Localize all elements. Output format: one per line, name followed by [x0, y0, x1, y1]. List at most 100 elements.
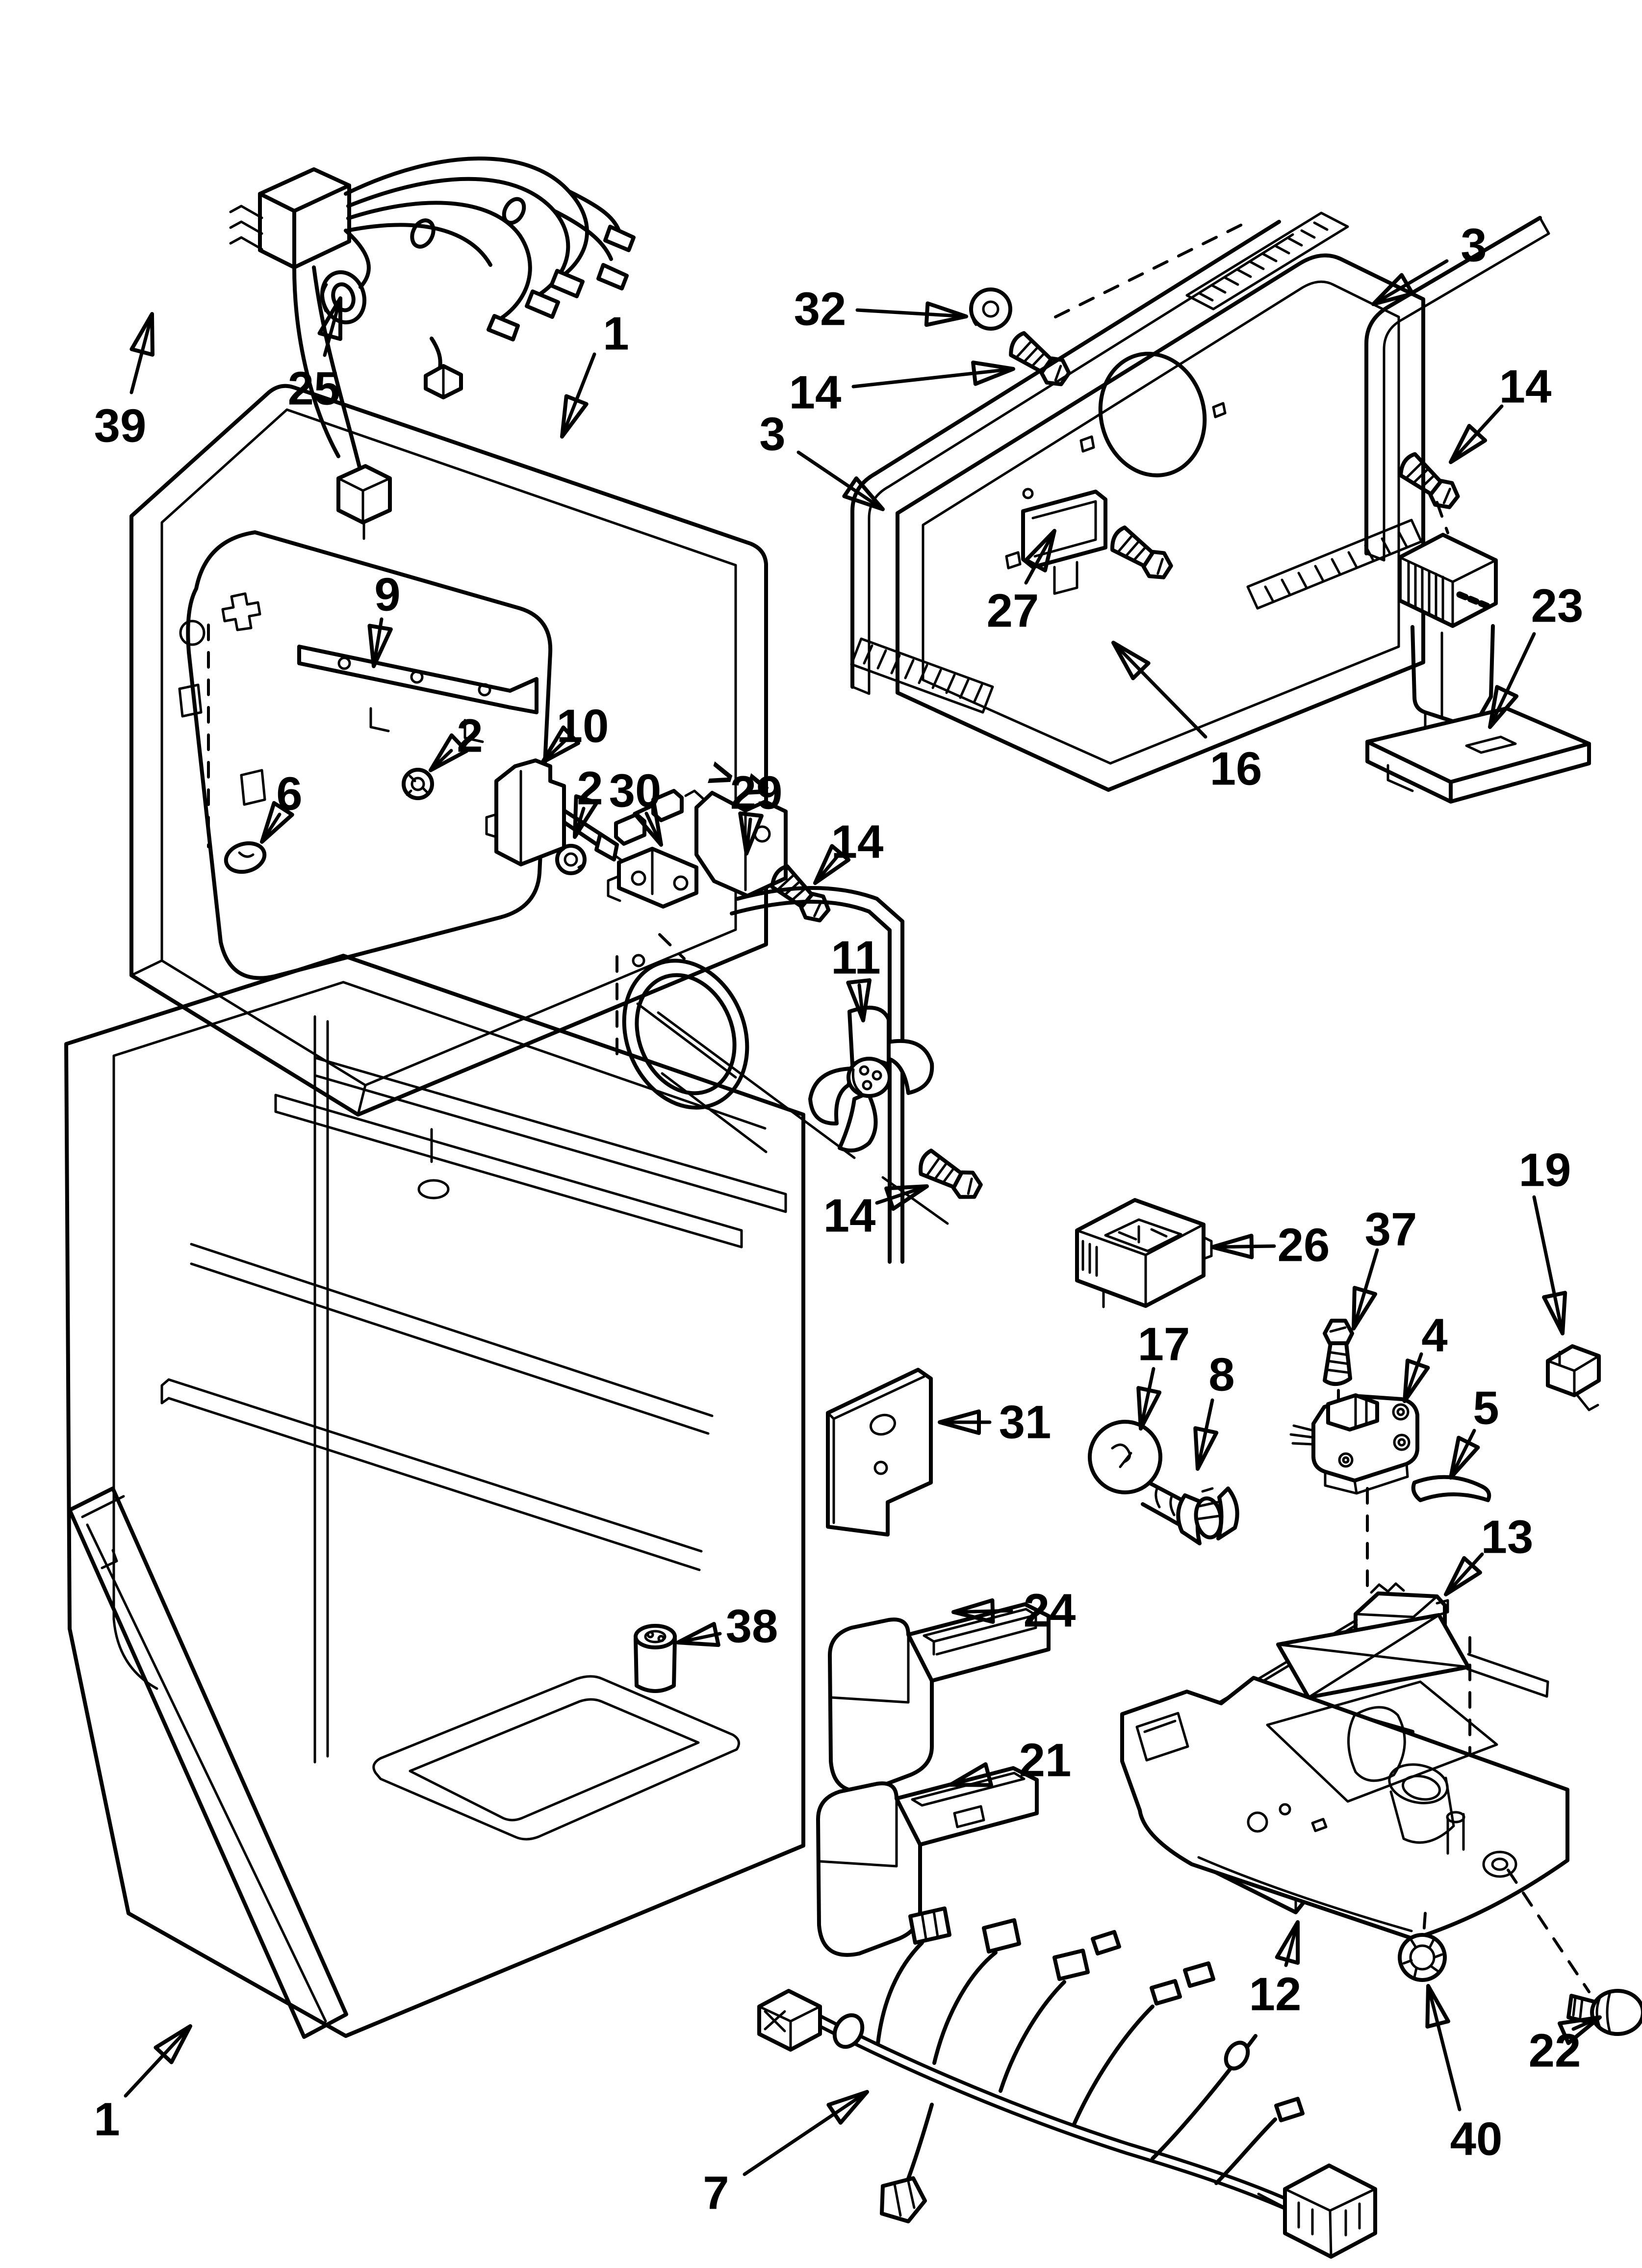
bulb-17: [1088, 1420, 1162, 1494]
part-number-label: 14: [1499, 361, 1552, 413]
vent-grille-bottom: [1246, 519, 1423, 610]
callout-40-37: 40: [1425, 1984, 1502, 2165]
callout-arrow: [1371, 259, 1449, 306]
callout-arrow: [875, 1184, 929, 1211]
callout-arrow: [124, 2024, 192, 2098]
callout-2-15: 2: [573, 762, 603, 839]
part-number-label: 1: [603, 308, 629, 360]
grommet-32: [969, 287, 1012, 331]
defrost-heater-5: [1411, 1475, 1491, 1502]
callout-16-7: 16: [1111, 641, 1262, 795]
callout-3-8: 3: [1371, 219, 1487, 306]
mounting-nut-40: [1398, 1933, 1447, 1982]
callout-arrow: [1210, 1233, 1276, 1259]
part-number-label: 14: [823, 1190, 876, 1242]
callout-arrow: [560, 352, 596, 439]
callout-25-1: 25: [288, 296, 342, 415]
part-number-label: 26: [1278, 1219, 1330, 1272]
callout-5-27: 5: [1449, 1382, 1499, 1480]
callout-10-14: 10: [540, 700, 609, 764]
cold-control-assembly: [402, 758, 833, 1110]
screw-14a: [1005, 331, 1073, 390]
callout-30-16: 30: [609, 765, 663, 847]
callout-arrow: [1024, 529, 1056, 585]
callout-arrow: [1111, 641, 1207, 739]
part-number-label: 19: [1519, 1144, 1571, 1197]
floor-recess: [372, 1675, 740, 1841]
callout-14-4: 14: [789, 360, 1015, 419]
callout-29-17: 29: [730, 767, 783, 856]
screw-37: [1325, 1321, 1352, 1384]
air-duct-cover-24: [828, 1602, 1051, 1793]
callout-arrow: [367, 617, 393, 668]
center-rail-2: [274, 1094, 743, 1249]
part-number-label: 17: [1138, 1318, 1190, 1371]
part-number-label: 11: [831, 932, 880, 984]
callout-arrow: [633, 803, 663, 847]
liner-back-wall: [186, 530, 553, 980]
part-number-label: 14: [831, 816, 884, 868]
part-number-label: 14: [789, 366, 842, 419]
callout-arrow: [317, 296, 342, 357]
part-number-label: 6: [276, 768, 302, 820]
part-number-label: 27: [987, 585, 1039, 637]
vent-grille-top: [1185, 211, 1349, 311]
callout-8-25: 8: [1193, 1349, 1235, 1471]
fan-blade-left: [808, 1067, 854, 1126]
callout-38-32: 38: [676, 1600, 778, 1653]
socket-8: [1176, 1486, 1239, 1545]
control-console-12: [1120, 1676, 1642, 2036]
part-number-label: 5: [1473, 1382, 1499, 1434]
fan-opening: [1098, 352, 1207, 477]
evaporator-cover-assembly: [850, 211, 1550, 792]
fan-blade-bottom: [838, 1091, 878, 1153]
support-bracket-9: [297, 645, 539, 743]
screw-2a: [402, 768, 434, 800]
callout-arrow: [260, 801, 294, 844]
part-number-label: 7: [703, 2167, 729, 2219]
button-plug-6: [224, 841, 267, 874]
callout-arrow: [813, 844, 851, 885]
callout-arrow: [1275, 1920, 1300, 1967]
callout-2-13: 2: [429, 710, 483, 772]
drain-plug-38: [634, 1624, 677, 1693]
trim-frame-right: [1364, 216, 1542, 555]
callout-arrow: [1557, 2015, 1602, 2045]
callout-21-31: 21: [949, 1734, 1072, 1787]
base-front-panel: [68, 1486, 348, 2039]
part-number-label: 21: [1019, 1734, 1072, 1787]
part-number-label: 3: [759, 408, 785, 461]
back-panel: [896, 253, 1425, 792]
callout-3-5: 3: [759, 408, 885, 511]
callout-19-23: 19: [1519, 1144, 1571, 1335]
callout-31-29: 31: [938, 1396, 1051, 1449]
part-number-label: 38: [726, 1600, 778, 1653]
vent-grille-left: [850, 637, 994, 714]
callout-6-12: 6: [260, 768, 303, 844]
callout-arrow: [855, 301, 968, 327]
part-number-label: 2: [577, 762, 603, 815]
callout-14-18: 14: [813, 816, 884, 885]
center-rail: [313, 1056, 787, 1213]
part-number-label: 12: [1249, 1968, 1302, 2021]
callout-arrow: [738, 811, 764, 856]
callout-9-11: 9: [367, 569, 401, 668]
part-number-label: 2: [457, 710, 483, 762]
callout-arrow: [1449, 1429, 1480, 1480]
callout-17-24: 17: [1136, 1318, 1190, 1431]
part-number-label: 29: [730, 767, 783, 819]
callout-arrow: [1425, 1984, 1462, 2112]
part-number-label: 8: [1208, 1349, 1234, 1401]
callout-arrow: [540, 725, 581, 764]
callout-1-2: 1: [560, 308, 629, 439]
lower-liner-shell: [64, 954, 805, 2039]
callout-arrow: [1532, 1195, 1567, 1335]
harness-main-connector: [258, 167, 351, 269]
knob-22: [1566, 1989, 1642, 2036]
callout-arrow: [429, 733, 469, 772]
callout-arrow: [676, 1622, 722, 1647]
air-duct-cover-21: [816, 1766, 1039, 1957]
fan-blade-right: [887, 1039, 934, 1095]
callout-arrow: [796, 450, 885, 511]
